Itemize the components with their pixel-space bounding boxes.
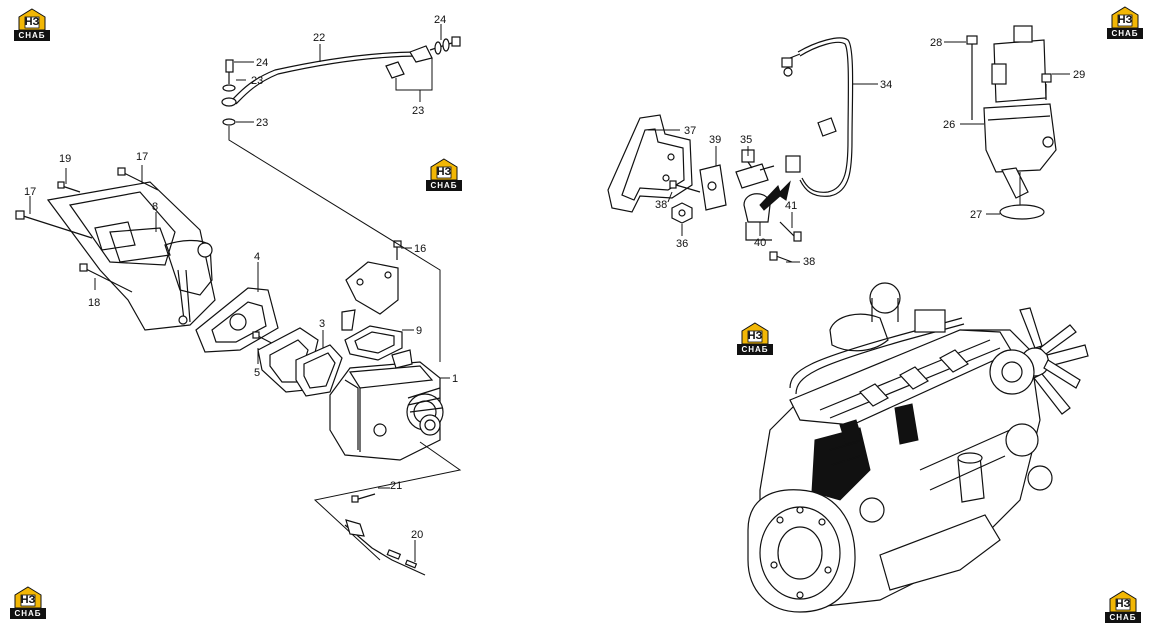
callout-28: 28 (930, 37, 942, 49)
brand-logo: НЗ СНАБ (1107, 6, 1143, 40)
house-icon (14, 586, 42, 608)
house-icon (1111, 6, 1139, 28)
callout-21: 21 (390, 480, 402, 492)
fuel-pipe-group (221, 36, 461, 362)
callout-1: 1 (452, 373, 458, 385)
callout-40: 40 (754, 237, 766, 249)
solenoid-valve-group (966, 25, 1057, 220)
house-icon (430, 158, 458, 180)
callout-23-right: 23 (412, 105, 424, 117)
callout-35: 35 (740, 134, 752, 146)
brand-logo: НЗ СНАБ (737, 322, 773, 356)
house-icon (1109, 590, 1137, 612)
callout-27: 27 (970, 209, 982, 221)
callout-16: 16 (414, 243, 426, 255)
fan (1019, 307, 1089, 415)
callout-22: 22 (313, 32, 325, 44)
callout-17-upper: 17 (136, 151, 148, 163)
brand-logo: НЗ СНАБ (10, 586, 46, 620)
callout-41: 41 (785, 200, 797, 212)
callout-19: 19 (59, 153, 71, 165)
fuel-injection-pump-group (15, 167, 444, 461)
callout-29: 29 (1073, 69, 1085, 81)
callout-9: 9 (416, 325, 422, 337)
brand-logo: НЗ СНАБ (1105, 590, 1141, 624)
callout-4: 4 (254, 251, 260, 263)
callout-23-lower: 23 (256, 117, 268, 129)
callout-18: 18 (88, 297, 100, 309)
engine-assembly (747, 282, 1089, 613)
house-icon (741, 322, 769, 344)
callout-34: 34 (880, 79, 892, 91)
callout-3: 3 (319, 318, 325, 330)
callout-39: 39 (709, 134, 721, 146)
sensor-bracket-group (607, 37, 854, 263)
callout-24-left: 24 (256, 57, 268, 69)
callout-5: 5 (254, 367, 260, 379)
callout-20: 20 (411, 529, 423, 541)
callout-labels: 1 3 4 5 8 9 16 17 17 18 19 20 21 22 23 2… (24, 14, 1085, 541)
callout-23-upper: 23 (251, 75, 263, 87)
callout-37: 37 (684, 125, 696, 137)
control-cable-group (313, 441, 462, 576)
callout-24-top: 24 (434, 14, 446, 26)
callout-17-left: 17 (24, 186, 36, 198)
house-icon (18, 8, 46, 30)
callout-8: 8 (152, 201, 158, 213)
callout-38-lower: 38 (803, 256, 815, 268)
callout-38-left: 38 (655, 199, 667, 211)
brand-logo: НЗ СНАБ (14, 8, 50, 42)
callout-36: 36 (676, 238, 688, 250)
callout-26: 26 (943, 119, 955, 131)
flywheel-housing (747, 489, 856, 613)
leader-lines (29, 24, 1070, 562)
brand-logo: НЗ СНАБ (426, 158, 462, 192)
